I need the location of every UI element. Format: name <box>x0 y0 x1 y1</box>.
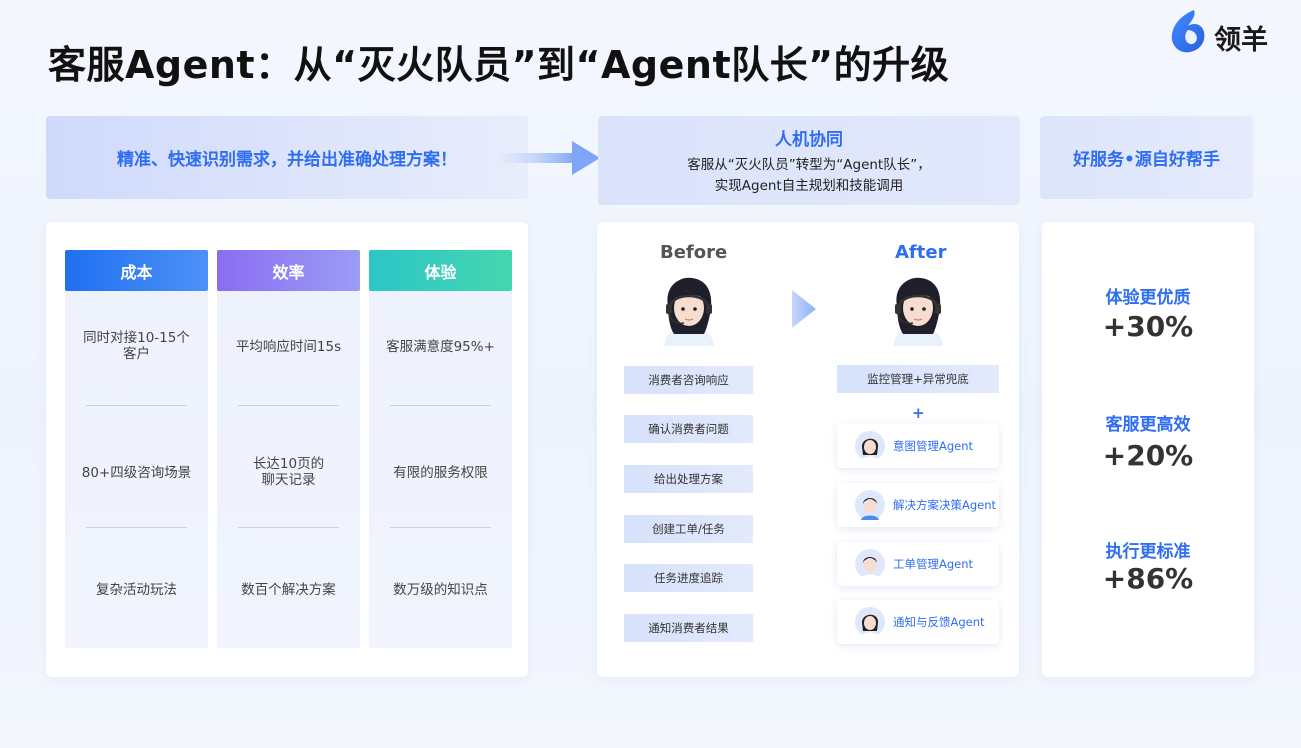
stat-value: +30% <box>1102 310 1194 343</box>
after-monitor-step: 监控管理+异常兜底 <box>837 365 999 393</box>
column-efficiency-item-1: 平均响应时间15s <box>235 339 342 355</box>
before-step: 确认消费者问题 <box>624 415 753 443</box>
plus-sign: + <box>912 404 925 422</box>
banner-mid-title: 人机协同 <box>775 129 843 150</box>
agent-avatar-icon <box>855 607 885 637</box>
divider <box>390 527 491 528</box>
metrics-card: 成本 同时对接10-15个 客户 80+四级咨询场景 复杂活动玩法 效率 平均响… <box>46 222 528 677</box>
agent-card: 工单管理Agent <box>837 542 999 586</box>
stats-card: 体验更优质 +30% 客服更高效 +20% 执行更标准 +86% <box>1042 222 1254 677</box>
arrow-right-icon <box>498 141 600 175</box>
column-experience-item-3: 数万级的知识点 <box>393 582 488 598</box>
agent-card-label: 解决方案决策Agent <box>893 498 997 512</box>
column-experience-item-2: 有限的服务权限 <box>393 465 488 481</box>
stat-label: 体验更优质 <box>1105 288 1191 308</box>
before-step: 消费者咨询响应 <box>624 366 753 394</box>
banner-left-text: 精准、快速识别需求，并给出准确处理方案！ <box>117 150 457 170</box>
before-step: 给出处理方案 <box>624 465 753 493</box>
column-efficiency-header: 效率 <box>217 250 360 291</box>
stat-value: +20% <box>1102 439 1194 472</box>
column-efficiency: 效率 平均响应时间15s 长达10页的 聊天记录 数百个解决方案 <box>217 250 360 648</box>
stat-label: 执行更标准 <box>1105 542 1191 562</box>
column-efficiency-item-2: 长达10页的 聊天记录 <box>252 456 325 488</box>
agent-card: 通知与反馈Agent <box>837 600 999 644</box>
agent-card: 意图管理Agent <box>837 424 999 468</box>
agent-card: 解决方案决策Agent <box>837 483 999 527</box>
divider <box>390 405 491 406</box>
divider <box>86 405 187 406</box>
column-experience-header: 体验 <box>369 250 512 291</box>
banner-mid-line1: 客服从“灭火队员”转型为“Agent队长”， <box>687 156 931 173</box>
before-after-card: Before After 消费者咨询响应 确认消费者问题 给出处理方案 创建工单… <box>597 222 1019 677</box>
divider <box>238 405 339 406</box>
column-cost-header: 成本 <box>65 250 208 291</box>
after-label: After <box>895 242 947 263</box>
banner-right: 好服务•源自好帮手 <box>1040 116 1253 199</box>
column-cost-item-2: 80+四级咨询场景 <box>81 465 192 481</box>
divider <box>86 527 187 528</box>
agent-card-label: 通知与反馈Agent <box>893 615 985 629</box>
agent-avatar-icon <box>893 277 943 346</box>
banner-mid: 人机协同 客服从“灭火队员”转型为“Agent队长”， 实现Agent自主规划和… <box>598 116 1020 205</box>
agent-avatar-icon <box>855 490 885 520</box>
brand-name: 领羊 <box>1214 25 1268 56</box>
before-step: 创建工单/任务 <box>624 515 753 543</box>
banner-right-text: 好服务•源自好帮手 <box>1073 150 1220 170</box>
agent-avatar-icon <box>664 277 714 346</box>
before-label: Before <box>660 242 728 263</box>
column-cost-item-1: 同时对接10-15个 客户 <box>83 330 190 362</box>
column-cost-item-3: 复杂活动玩法 <box>96 582 177 598</box>
before-step: 任务进度追踪 <box>624 564 753 592</box>
agent-card-label: 工单管理Agent <box>893 557 974 571</box>
column-efficiency-item-3: 数百个解决方案 <box>241 582 336 598</box>
agent-avatar-icon <box>855 549 885 579</box>
flame-logo-icon <box>1171 10 1205 53</box>
banner-mid-line2: 实现Agent自主规划和技能调用 <box>714 177 904 194</box>
stat-value: +86% <box>1102 562 1194 595</box>
agent-card-label: 意图管理Agent <box>893 439 974 453</box>
agent-avatar-icon <box>855 431 885 461</box>
banner-left: 精准、快速识别需求，并给出准确处理方案！ <box>46 116 528 199</box>
divider <box>238 527 339 528</box>
page-title: 客服Agent：从“灭火队员”到“Agent队长”的升级 <box>48 43 950 87</box>
brand-logo: 领羊 <box>1166 8 1276 56</box>
column-cost: 成本 同时对接10-15个 客户 80+四级咨询场景 复杂活动玩法 <box>65 250 208 648</box>
column-experience-item-1: 客服满意度95%+ <box>386 339 495 355</box>
chevron-right-icon <box>792 290 816 328</box>
column-experience: 体验 客服满意度95%+ 有限的服务权限 数万级的知识点 <box>369 250 512 648</box>
stat-label: 客服更高效 <box>1105 415 1191 435</box>
before-step: 通知消费者结果 <box>624 614 753 642</box>
